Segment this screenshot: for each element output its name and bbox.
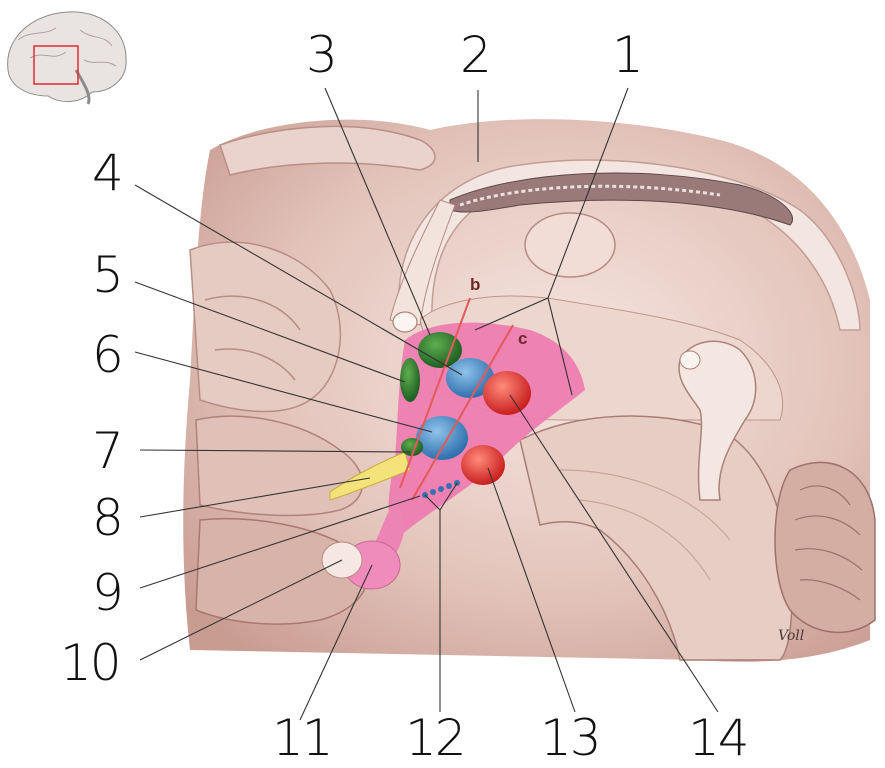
mammillary-body-red [461,445,505,485]
label-11: 11 [272,709,332,767]
leader-lines [134,87,719,721]
paraventricular-nucleus-green [418,332,462,368]
label-7: 7 [92,422,122,480]
section-line-b [399,297,471,489]
label-9: 9 [92,564,122,622]
label-1: 1 [612,26,642,84]
sublabel-b: b [470,275,480,294]
label-10: 10 [60,634,120,692]
label-14: 14 [688,709,748,767]
label-2: 2 [460,26,490,84]
label-4: 4 [92,144,122,202]
posterior-nucleus-red [483,371,531,415]
dorsomedial-nucleus-blue [446,358,494,398]
artist-signature: Voll [778,628,804,644]
brain-section [183,119,876,662]
preoptic-nucleus-green [400,358,420,402]
label-3: 3 [306,26,336,84]
label-5: 5 [92,246,122,304]
label-13: 13 [540,709,600,767]
brain-orientation-icon [7,11,127,105]
label-12: 12 [405,709,465,767]
section-line-c [411,324,514,501]
label-6: 6 [92,326,122,384]
sublabel-c: c [518,329,527,348]
label-8: 8 [92,489,122,547]
